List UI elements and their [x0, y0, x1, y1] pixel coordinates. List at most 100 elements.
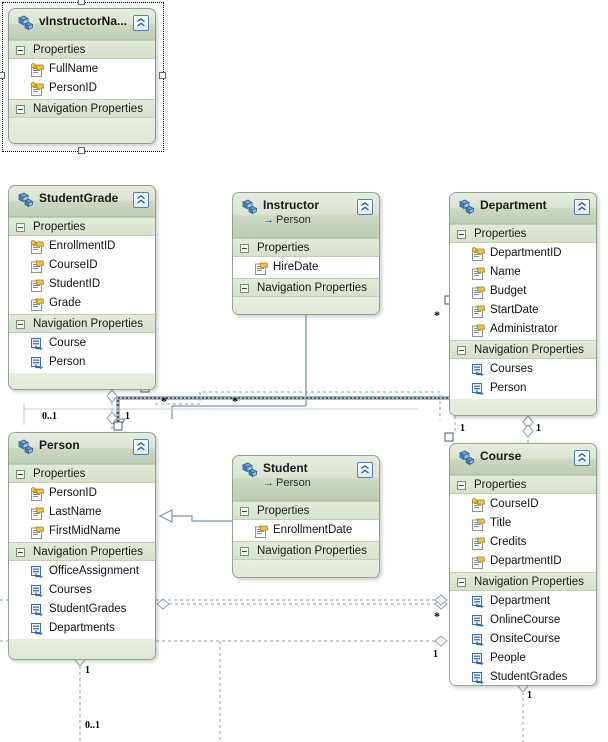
entity-header[interactable]: Instructor→Person	[233, 193, 379, 238]
collapse-chevron-icon[interactable]	[574, 450, 590, 466]
collapse-chevron-icon[interactable]	[133, 15, 149, 31]
property-row[interactable]: Person	[450, 379, 596, 398]
collapse-chevron-icon[interactable]	[357, 462, 373, 478]
association-person-officeassignment[interactable]	[74, 653, 86, 742]
property-row[interactable]: Title	[450, 514, 596, 533]
property-row[interactable]: EnrollmentDate	[233, 521, 379, 540]
entity-header[interactable]: StudentGrade	[9, 186, 155, 217]
property-row[interactable]: Grade	[9, 294, 155, 313]
section-header-navigation-properties[interactable]: Navigation Properties	[9, 542, 155, 561]
collapse-chevron-icon[interactable]	[133, 192, 149, 208]
association-department-course[interactable]	[522, 415, 534, 443]
section-header-properties[interactable]: Properties	[450, 475, 596, 494]
collapse-expander-icon[interactable]	[240, 547, 249, 556]
association-person-department[interactable]	[113, 295, 454, 431]
property-row[interactable]: StudentGrades	[450, 668, 596, 685]
section-header-properties[interactable]: Properties	[9, 217, 155, 236]
property-row[interactable]: StartDate	[450, 301, 596, 320]
property-row[interactable]: OfficeAssignment	[9, 562, 155, 581]
collapse-expander-icon[interactable]	[457, 346, 466, 355]
resize-handle[interactable]	[78, 0, 85, 5]
collapse-expander-icon[interactable]	[240, 507, 249, 516]
property-row[interactable]: CourseID	[9, 256, 155, 275]
section-header-navigation-properties[interactable]: Navigation Properties	[9, 314, 155, 333]
base-type-name: Person	[276, 477, 311, 489]
association-studentgrade-person[interactable]	[106, 389, 118, 432]
property-row[interactable]: FullName	[9, 60, 155, 79]
base-type-name: Person	[276, 214, 311, 226]
collapse-expander-icon[interactable]	[240, 284, 249, 293]
section-header-properties[interactable]: Properties	[9, 40, 155, 59]
collapse-expander-icon[interactable]	[457, 578, 466, 587]
section-header-navigation-properties[interactable]: Navigation Properties	[233, 278, 379, 297]
property-row[interactable]: Course	[9, 334, 155, 353]
property-row[interactable]: StudentGrades	[9, 600, 155, 619]
collapse-chevron-icon[interactable]	[133, 439, 149, 455]
navigation-property-icon	[30, 622, 44, 636]
property-row[interactable]: DepartmentID	[450, 244, 596, 263]
property-row[interactable]: PersonID	[9, 484, 155, 503]
resize-handle[interactable]	[78, 147, 85, 154]
collapse-expander-icon[interactable]	[16, 470, 25, 479]
section-header-navigation-properties[interactable]: Navigation Properties	[9, 99, 155, 118]
property-row[interactable]: Courses	[9, 581, 155, 600]
property-row[interactable]: People	[450, 649, 596, 668]
property-row[interactable]: OnlineCourse	[450, 611, 596, 630]
section-header-navigation-properties[interactable]: Navigation Properties	[450, 572, 596, 591]
scalar-property-icon	[471, 536, 485, 550]
property-row[interactable]: DepartmentID	[450, 552, 596, 571]
association-studentgrade-course[interactable]	[140, 383, 441, 420]
property-row[interactable]: FirstMidName	[9, 522, 155, 541]
section-header-navigation-properties[interactable]: Navigation Properties	[233, 541, 379, 560]
entity-header[interactable]: vInstructorNa...	[9, 9, 155, 40]
entity-header[interactable]: Student→Person	[233, 456, 379, 501]
property-row[interactable]: HireDate	[233, 258, 379, 277]
collapse-expander-icon[interactable]	[16, 223, 25, 232]
collapse-expander-icon[interactable]	[240, 244, 249, 253]
collapse-expander-icon[interactable]	[16, 46, 25, 55]
property-row[interactable]: Credits	[450, 533, 596, 552]
resize-handle[interactable]	[159, 72, 166, 79]
section-header-properties[interactable]: Properties	[233, 238, 379, 257]
resize-handle[interactable]	[0, 72, 5, 79]
collapse-expander-icon[interactable]	[16, 320, 25, 329]
association-department-person[interactable]	[444, 416, 456, 442]
property-row[interactable]: Courses	[450, 360, 596, 379]
property-row[interactable]: OnsiteCourse	[450, 630, 596, 649]
inheritance-student-person[interactable]	[158, 509, 232, 523]
property-row[interactable]: EnrollmentID	[9, 237, 155, 256]
collapse-expander-icon[interactable]	[16, 105, 25, 114]
section-header-properties[interactable]: Properties	[450, 224, 596, 243]
collapse-expander-icon[interactable]	[457, 481, 466, 490]
collapse-chevron-icon[interactable]	[357, 199, 373, 215]
collapse-expander-icon[interactable]	[457, 230, 466, 239]
section-header-navigation-properties[interactable]: Navigation Properties	[450, 340, 596, 359]
property-row[interactable]: PersonID	[9, 79, 155, 98]
navigation-property-icon	[471, 363, 485, 377]
section-header-properties[interactable]: Properties	[233, 501, 379, 520]
section-header-properties[interactable]: Properties	[9, 464, 155, 483]
collapse-expander-icon[interactable]	[16, 548, 25, 557]
entity-header[interactable]: Course	[450, 444, 596, 475]
collapse-chevron-icon[interactable]	[574, 199, 590, 215]
entity-header[interactable]: Department	[450, 193, 596, 224]
property-row[interactable]: LastName	[9, 503, 155, 522]
property-row[interactable]: Budget	[450, 282, 596, 301]
entity-header[interactable]: Person	[9, 433, 155, 464]
property-name: Name	[490, 266, 521, 278]
property-row[interactable]: Person	[9, 353, 155, 372]
property-row[interactable]: Departments	[9, 619, 155, 638]
property-row[interactable]: CourseID	[450, 495, 596, 514]
property-row[interactable]: Name	[450, 263, 596, 282]
property-row[interactable]: Department	[450, 592, 596, 611]
property-row[interactable]: Administrator	[450, 320, 596, 339]
property-row[interactable]: StudentID	[9, 275, 155, 294]
